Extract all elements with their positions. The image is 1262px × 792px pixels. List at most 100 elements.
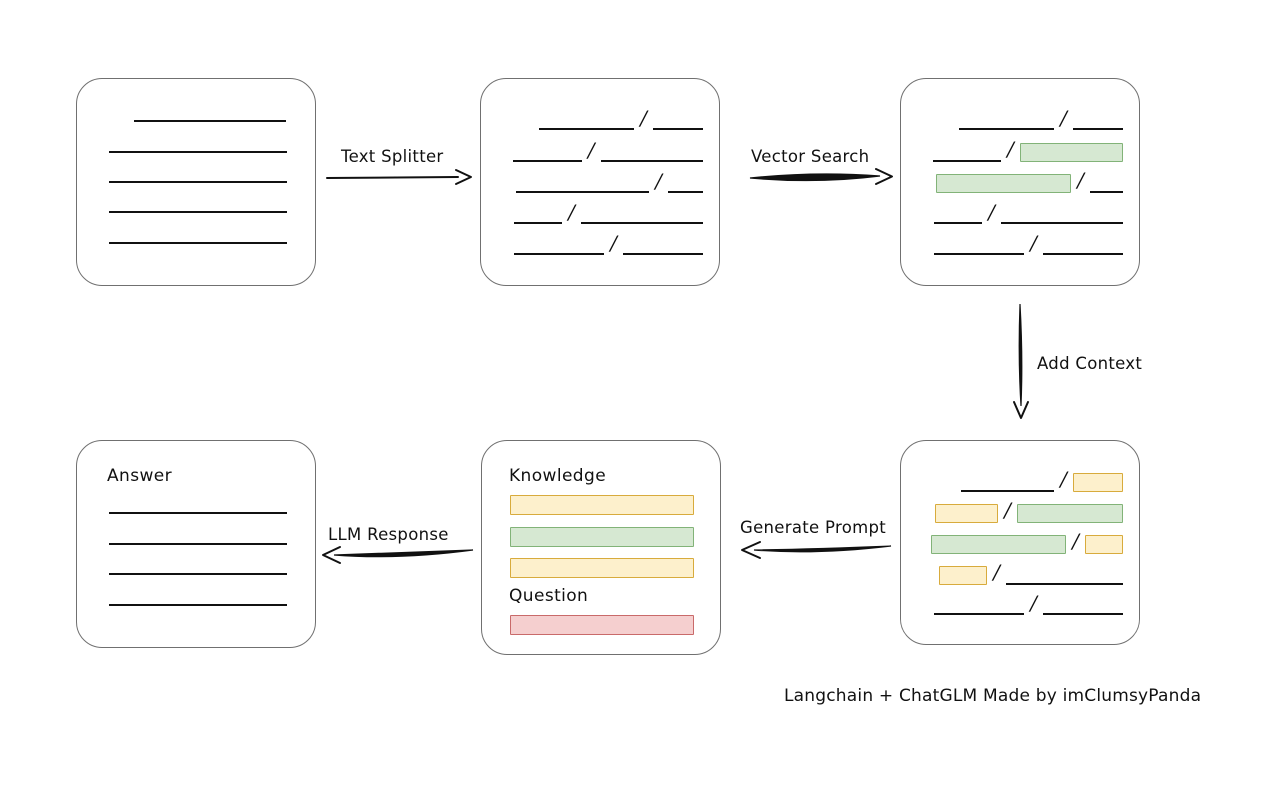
edge-llm-response-label: LLM Response bbox=[328, 525, 449, 544]
chunk-line: / bbox=[929, 469, 1123, 493]
node-prompt[interactable]: Knowledge Question bbox=[481, 440, 721, 655]
chunk-line: / bbox=[933, 137, 1123, 163]
retrieved-chunk-highlight bbox=[1019, 142, 1123, 162]
text-line bbox=[539, 128, 635, 130]
question-label: Question bbox=[509, 586, 589, 606]
chunk-line: / bbox=[929, 498, 1123, 524]
edge-generate-prompt bbox=[738, 538, 893, 562]
text-line bbox=[109, 151, 287, 153]
arrow-left-icon bbox=[741, 541, 892, 559]
context-chunk-highlight bbox=[935, 503, 999, 523]
separator-slash: / bbox=[610, 231, 617, 255]
text-line bbox=[961, 490, 1055, 492]
text-line bbox=[109, 242, 287, 244]
text-line bbox=[933, 160, 1002, 162]
arrow-down-icon bbox=[1013, 303, 1029, 419]
text-line bbox=[134, 120, 286, 122]
text-line bbox=[1090, 191, 1123, 193]
text-line bbox=[600, 160, 703, 162]
separator-slash: / bbox=[1007, 137, 1014, 161]
text-line bbox=[959, 128, 1055, 130]
edge-add-context bbox=[1008, 302, 1034, 420]
node-split-chunks[interactable]: / / / / / bbox=[480, 78, 720, 286]
chunk-line: / bbox=[513, 106, 703, 131]
arrow-right-icon bbox=[749, 168, 893, 185]
chunk-line: / bbox=[933, 168, 1123, 194]
chunk-line: / bbox=[933, 231, 1123, 256]
separator-slash: / bbox=[1030, 231, 1037, 255]
edge-vector-search-label: Vector Search bbox=[751, 147, 870, 166]
edge-text-splitter bbox=[325, 165, 475, 189]
text-line bbox=[653, 128, 703, 130]
chunk-line: / bbox=[929, 560, 1123, 586]
text-line bbox=[516, 191, 650, 193]
arrow-left-icon bbox=[322, 546, 474, 564]
knowledge-bar-2 bbox=[510, 527, 694, 547]
knowledge-label: Knowledge bbox=[509, 466, 607, 486]
answer-line bbox=[109, 511, 287, 515]
separator-slash: / bbox=[1072, 529, 1079, 553]
text-line bbox=[109, 512, 287, 514]
edge-add-context-label: Add Context bbox=[1037, 354, 1143, 373]
separator-slash: / bbox=[655, 169, 662, 193]
text-line bbox=[109, 573, 287, 575]
knowledge-bar-1 bbox=[510, 495, 694, 515]
node-source-document[interactable] bbox=[76, 78, 316, 286]
text-line bbox=[513, 160, 582, 162]
retrieved-chunk-highlight bbox=[1017, 503, 1123, 523]
document-line bbox=[134, 119, 286, 123]
text-line bbox=[1006, 583, 1123, 585]
context-chunk-highlight bbox=[1073, 472, 1123, 492]
chunk-line: / bbox=[513, 231, 703, 256]
text-line bbox=[934, 222, 983, 224]
text-line bbox=[109, 181, 287, 183]
separator-slash: / bbox=[988, 200, 995, 224]
retrieved-chunk-highlight bbox=[936, 173, 1072, 193]
document-line bbox=[109, 210, 287, 214]
node-context-added-chunks[interactable]: / / / / / bbox=[900, 440, 1140, 645]
separator-slash: / bbox=[1030, 591, 1037, 615]
text-line bbox=[1001, 222, 1123, 224]
separator-slash: / bbox=[1060, 106, 1067, 130]
chunk-line: / bbox=[513, 200, 703, 225]
text-line bbox=[623, 253, 703, 255]
separator-slash: / bbox=[640, 106, 647, 130]
chunk-line: / bbox=[933, 200, 1123, 225]
text-line bbox=[581, 222, 703, 224]
text-line bbox=[514, 222, 563, 224]
document-line bbox=[109, 180, 287, 184]
separator-slash: / bbox=[587, 138, 595, 162]
text-line bbox=[109, 543, 287, 545]
chunk-line: / bbox=[513, 138, 703, 163]
text-line bbox=[934, 253, 1025, 255]
chunk-line: / bbox=[929, 591, 1123, 616]
text-line bbox=[109, 211, 287, 213]
chunk-line: / bbox=[933, 106, 1123, 131]
document-line bbox=[109, 241, 287, 245]
separator-slash: / bbox=[568, 200, 575, 224]
text-line bbox=[109, 604, 287, 606]
text-line bbox=[668, 191, 703, 193]
separator-slash: / bbox=[993, 560, 1000, 584]
answer-line bbox=[109, 572, 287, 576]
node-vector-matched-chunks[interactable]: / / / / / bbox=[900, 78, 1140, 286]
node-answer[interactable]: Answer bbox=[76, 440, 316, 648]
separator-slash: / bbox=[1004, 498, 1011, 522]
text-line bbox=[934, 613, 1025, 615]
chunk-line: / bbox=[513, 169, 703, 194]
separator-slash: / bbox=[1077, 168, 1084, 192]
arrow-right-icon bbox=[326, 169, 472, 185]
text-line bbox=[1073, 128, 1123, 130]
text-line bbox=[514, 253, 605, 255]
context-chunk-highlight bbox=[939, 565, 988, 585]
answer-label: Answer bbox=[107, 466, 173, 486]
answer-line bbox=[109, 542, 287, 546]
document-line bbox=[109, 150, 287, 154]
footer-credit: Langchain + ChatGLM Made by imClumsyPand… bbox=[784, 686, 1202, 706]
text-line bbox=[1043, 253, 1123, 255]
edge-llm-response bbox=[320, 543, 475, 567]
question-bar-1 bbox=[510, 615, 694, 635]
edge-text-splitter-label: Text Splitter bbox=[341, 147, 444, 166]
edge-vector-search bbox=[748, 165, 896, 189]
